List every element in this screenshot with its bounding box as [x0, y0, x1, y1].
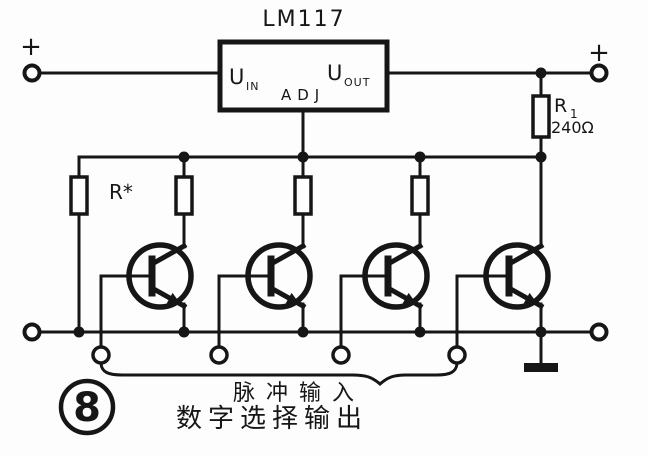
pulse-input-terminal-2 [209, 345, 229, 365]
junction-dot [414, 326, 426, 338]
junction-dot [297, 326, 309, 338]
wires [38, 71, 593, 365]
transistor-4 [455, 242, 551, 349]
r1-value-label: 240Ω [551, 118, 594, 137]
junction-dot [297, 151, 309, 163]
junction-dot [73, 326, 85, 338]
junction-dot [535, 326, 547, 338]
base-lead [455, 274, 511, 349]
pulse-input-terminal-3 [331, 345, 351, 365]
collector-resistor-1 [174, 175, 194, 216]
uin-label: U [229, 65, 244, 89]
r1-sub-label: 1 [570, 107, 578, 121]
r1-label: R [554, 95, 567, 117]
collector-lead [267, 242, 307, 268]
uin-sub-label: IN [246, 80, 259, 93]
digital-output-label: 数字选择输出 [176, 404, 368, 434]
resistor-r1 [531, 94, 551, 139]
uout-sub-label: OUT [344, 76, 370, 89]
transistor-1 [99, 212, 194, 349]
collector-lead [384, 242, 424, 268]
output-terminal-positive [589, 63, 609, 83]
plus-left-label: + [20, 32, 42, 62]
emitter-arrow [523, 292, 538, 305]
emitter-arrow [402, 292, 417, 305]
junction-dot [178, 326, 190, 338]
junction-dot [535, 67, 547, 79]
collector-resistor-3 [410, 175, 430, 216]
figure-number-badge: 8 [58, 378, 116, 436]
ground-symbol [524, 363, 558, 372]
base-lead [99, 274, 154, 349]
pulse-input-brace [99, 362, 459, 386]
collector-resistor-2 [293, 175, 313, 216]
emitter-arrow [166, 292, 181, 305]
resistor-r-star [69, 175, 89, 216]
base-lead [217, 274, 273, 349]
transistor-2 [217, 212, 313, 349]
junction-dot [178, 151, 190, 163]
bottom-right-terminal [589, 322, 609, 342]
junction-dots [73, 67, 547, 338]
input-terminal-positive [22, 63, 42, 83]
regulator-title: LM117 [262, 7, 345, 32]
collector-lead [148, 242, 188, 268]
uout-label: U [327, 61, 342, 85]
figure-number: 8 [73, 385, 101, 431]
base-lead [339, 274, 390, 349]
junction-dot [535, 151, 547, 163]
bottom-left-terminal [22, 322, 42, 342]
junction-dot [414, 151, 426, 163]
pulse-input-terminal-1 [91, 345, 111, 365]
emitter-arrow [285, 292, 300, 305]
pulse-input-label: 脉冲输入 [233, 381, 365, 406]
plus-right-label: + [588, 38, 610, 68]
adj-label: ADJ [281, 86, 325, 104]
r-star-label: R* [109, 180, 133, 204]
pulse-input-terminal-4 [447, 345, 467, 365]
collector-lead [505, 242, 545, 268]
transistor-3 [339, 212, 430, 349]
figure-number-circle [58, 378, 116, 436]
